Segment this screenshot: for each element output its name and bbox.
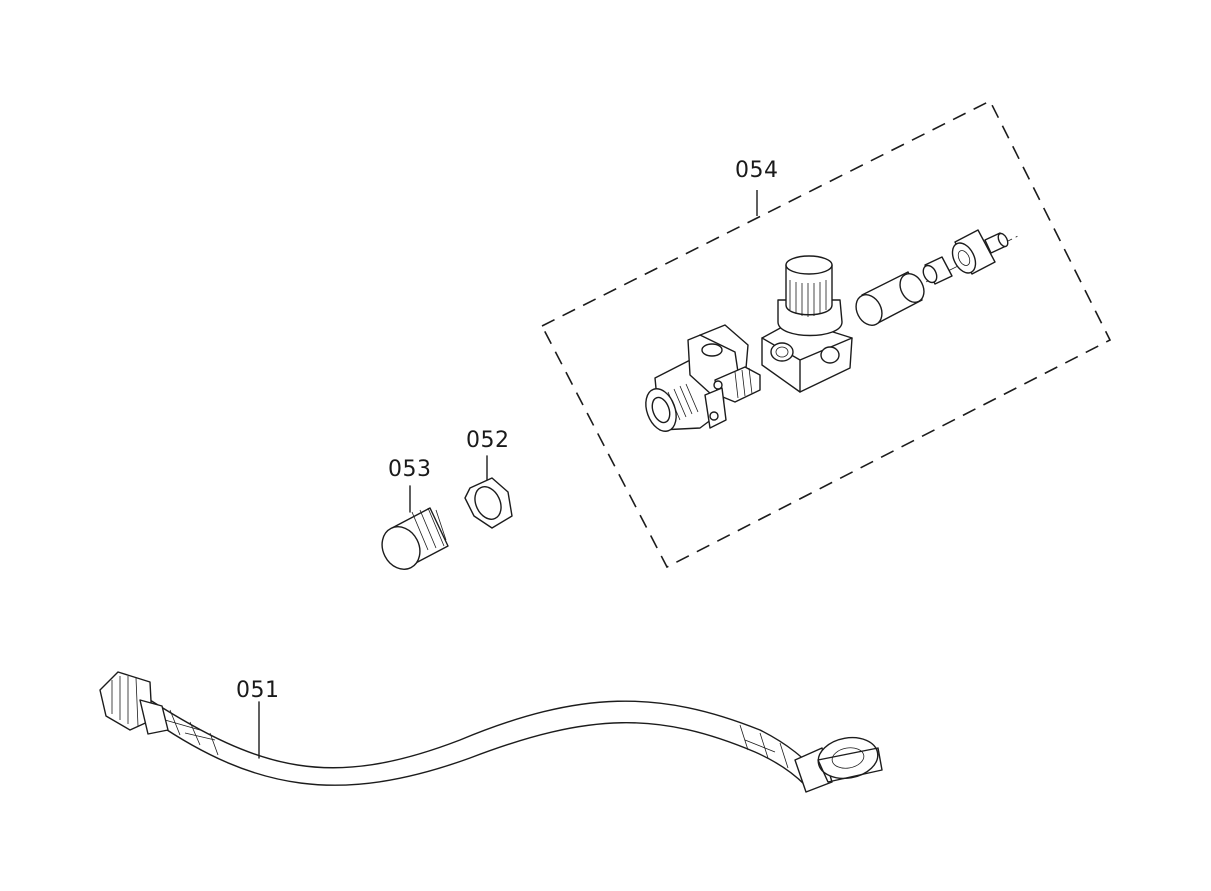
pressure-regulator [761, 255, 853, 393]
filter-cap-053 [381, 485, 449, 570]
solenoid-valve [645, 324, 761, 432]
hose-051 [99, 671, 883, 793]
callout-053: 053 [388, 457, 432, 482]
callout-051: 051 [236, 678, 280, 703]
inlet-fitting [951, 229, 1009, 275]
callout-054: 054 [735, 158, 779, 183]
small-nipple [922, 256, 953, 285]
assembly-054-boundary [540, 99, 1112, 569]
filter-cylinder [855, 271, 925, 326]
callout-052: 052 [466, 428, 510, 453]
gasket-052 [464, 455, 513, 529]
